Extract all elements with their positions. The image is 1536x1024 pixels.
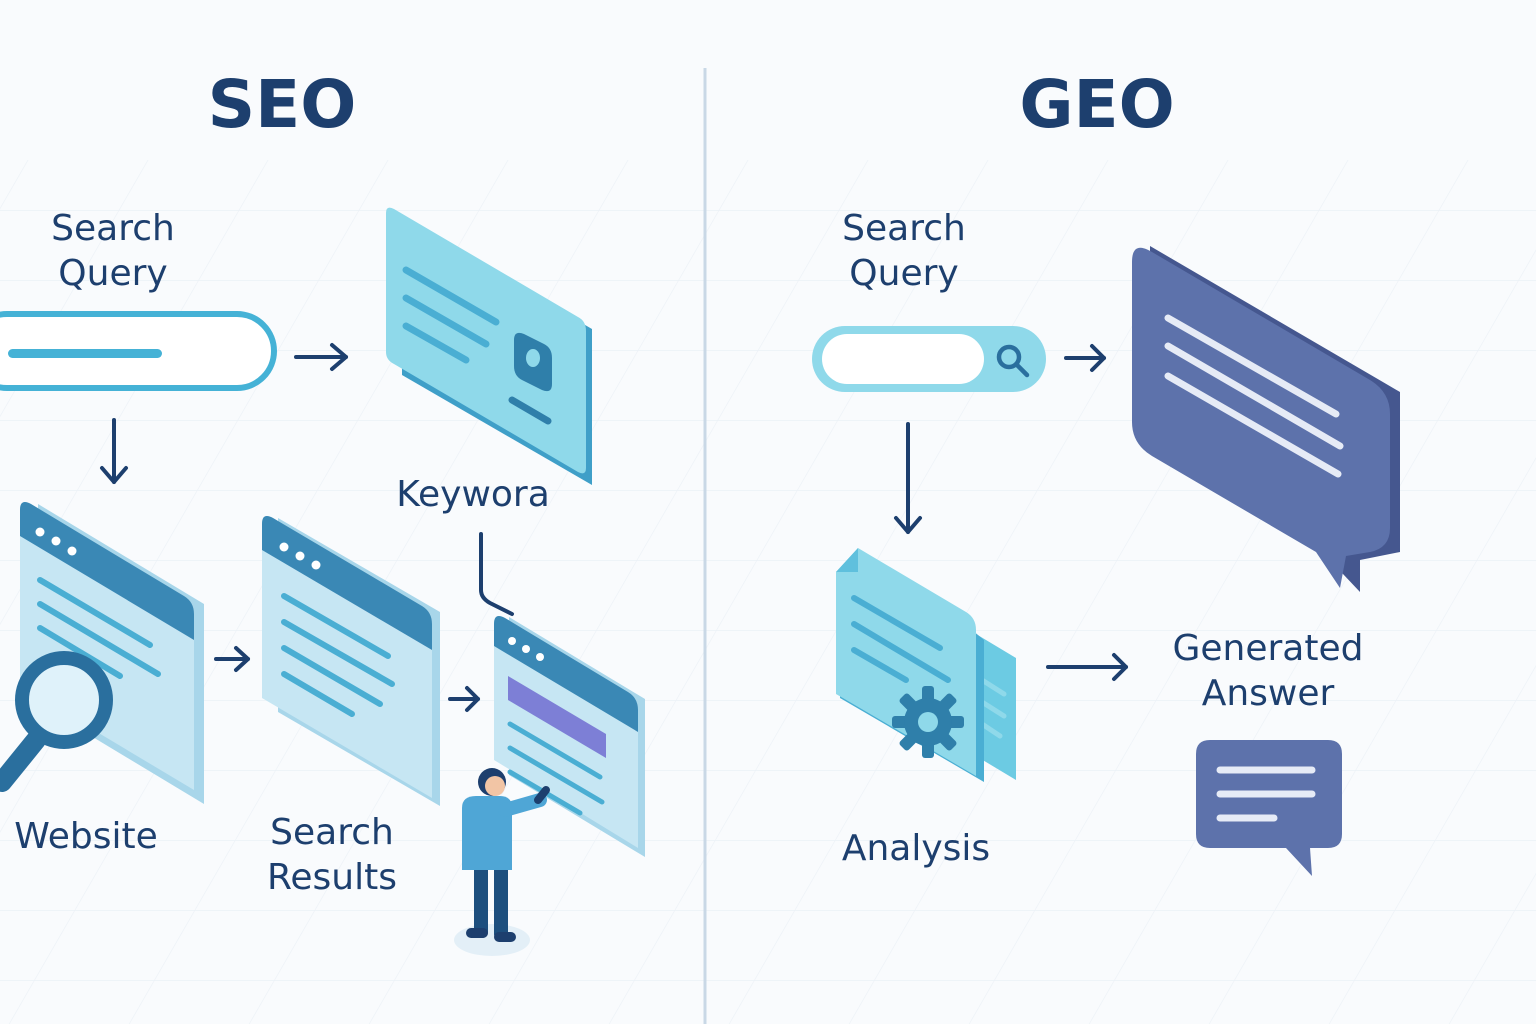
seo-website-label: Website bbox=[14, 816, 158, 857]
geo-search-magnifier-icon bbox=[996, 344, 1030, 378]
seo-arrow-right-icon-2 bbox=[214, 646, 250, 672]
isometric-grid bbox=[0, 160, 1536, 1024]
ranked-page-window-icon bbox=[494, 616, 645, 857]
person-icon bbox=[454, 768, 550, 956]
seo-arrow-down-icon bbox=[100, 418, 128, 484]
geo-arrow-right-icon-1 bbox=[1064, 344, 1106, 372]
seo-search-query-label: Search Query bbox=[51, 208, 175, 294]
small-chat-bubble-icon bbox=[1196, 740, 1342, 876]
geo-title: GEO bbox=[1019, 66, 1175, 143]
geo-arrow-down-icon bbox=[894, 422, 922, 534]
geo-analysis-label: Analysis bbox=[841, 828, 991, 869]
large-chat-bubble-icon bbox=[1132, 246, 1400, 592]
magnifier-icon bbox=[0, 651, 113, 792]
geo-search-query-label: Search Query bbox=[842, 208, 966, 294]
geo-search-bar-icon bbox=[812, 326, 1046, 392]
seo-arrow-right-icon-1 bbox=[294, 343, 348, 371]
seo-arrow-right-icon-3 bbox=[448, 686, 480, 712]
keyword-connector-line bbox=[479, 532, 514, 616]
geo-generated-answer-label: Generated Answer bbox=[1172, 628, 1364, 714]
seo-title: SEO bbox=[207, 66, 357, 143]
seo-search-results-label: Search Results bbox=[267, 812, 397, 898]
gear-icon bbox=[892, 686, 964, 758]
keyword-card-icon bbox=[386, 207, 592, 485]
seo-search-bar-icon bbox=[0, 311, 277, 391]
search-results-window-icon bbox=[262, 516, 440, 806]
seo-keyword-label: Keywora bbox=[396, 474, 550, 515]
geo-arrow-right-icon-2 bbox=[1046, 653, 1128, 681]
